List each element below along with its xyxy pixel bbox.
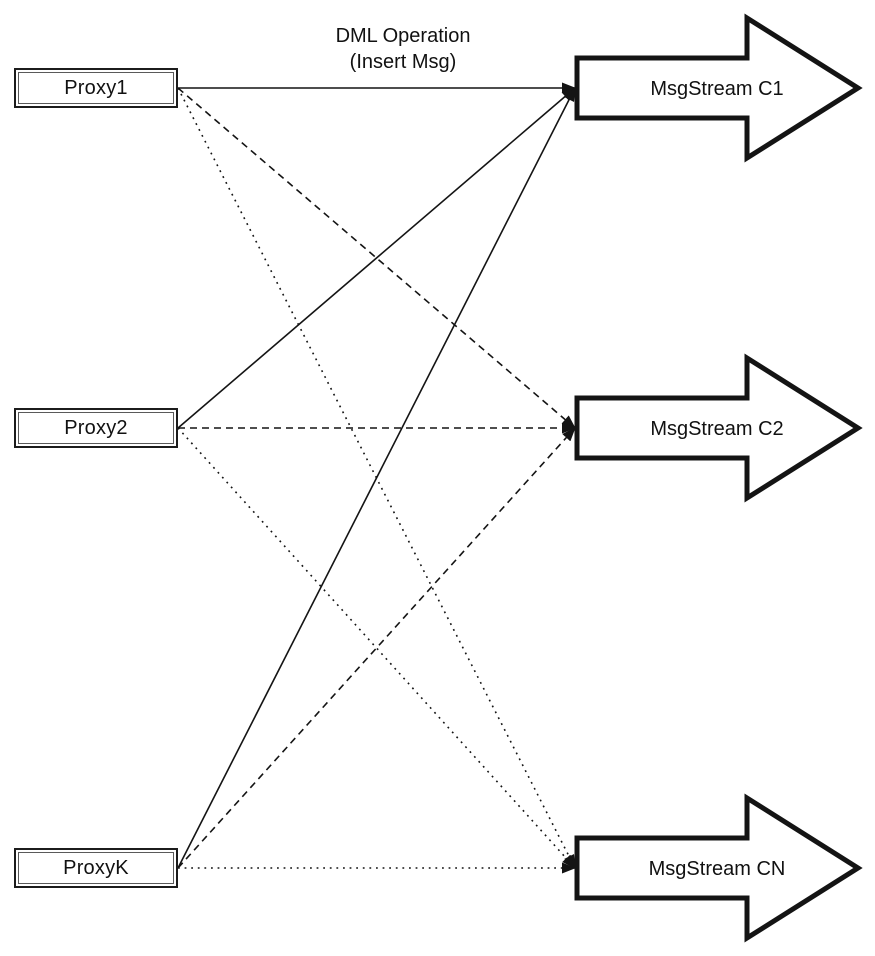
edge-proxy1-c2-dashed xyxy=(177,87,576,429)
proxy1-label: Proxy1 xyxy=(64,76,128,99)
edge-proxyk-c2-dashed xyxy=(177,427,576,869)
edges-layer xyxy=(177,82,576,874)
proxyk-label: ProxyK xyxy=(63,856,129,879)
edge-proxy2-c1-solid xyxy=(177,87,576,429)
edge-proxyk-c1-solid xyxy=(177,87,576,869)
right-block-arrow-icon xyxy=(574,793,863,943)
msgstream-c2-node: MsgStream C2 xyxy=(574,353,863,503)
msgstream-cn-node: MsgStream CN xyxy=(574,793,863,943)
diagram-title-line1: DML Operation xyxy=(335,25,471,47)
msgstream-cn-label: MsgStream CN xyxy=(649,858,786,880)
edge-proxy1-cn-dotted xyxy=(177,87,576,869)
right-block-arrow-icon xyxy=(574,13,863,163)
right-block-arrow-icon xyxy=(574,353,863,503)
proxy2-label: Proxy2 xyxy=(64,416,128,439)
proxy1-node: Proxy1 xyxy=(14,68,178,108)
diagram-title-line2: (Insert Msg) xyxy=(349,51,457,73)
msgstream-c2-label: MsgStream C2 xyxy=(650,418,783,440)
proxyk-node: ProxyK xyxy=(14,848,178,888)
msgstream-c1-label: MsgStream C1 xyxy=(650,78,783,100)
diagram-title: DML Operation (Insert Msg) xyxy=(336,23,471,75)
proxy2-node: Proxy2 xyxy=(14,408,178,448)
msgstream-c1-node: MsgStream C1 xyxy=(574,13,863,163)
